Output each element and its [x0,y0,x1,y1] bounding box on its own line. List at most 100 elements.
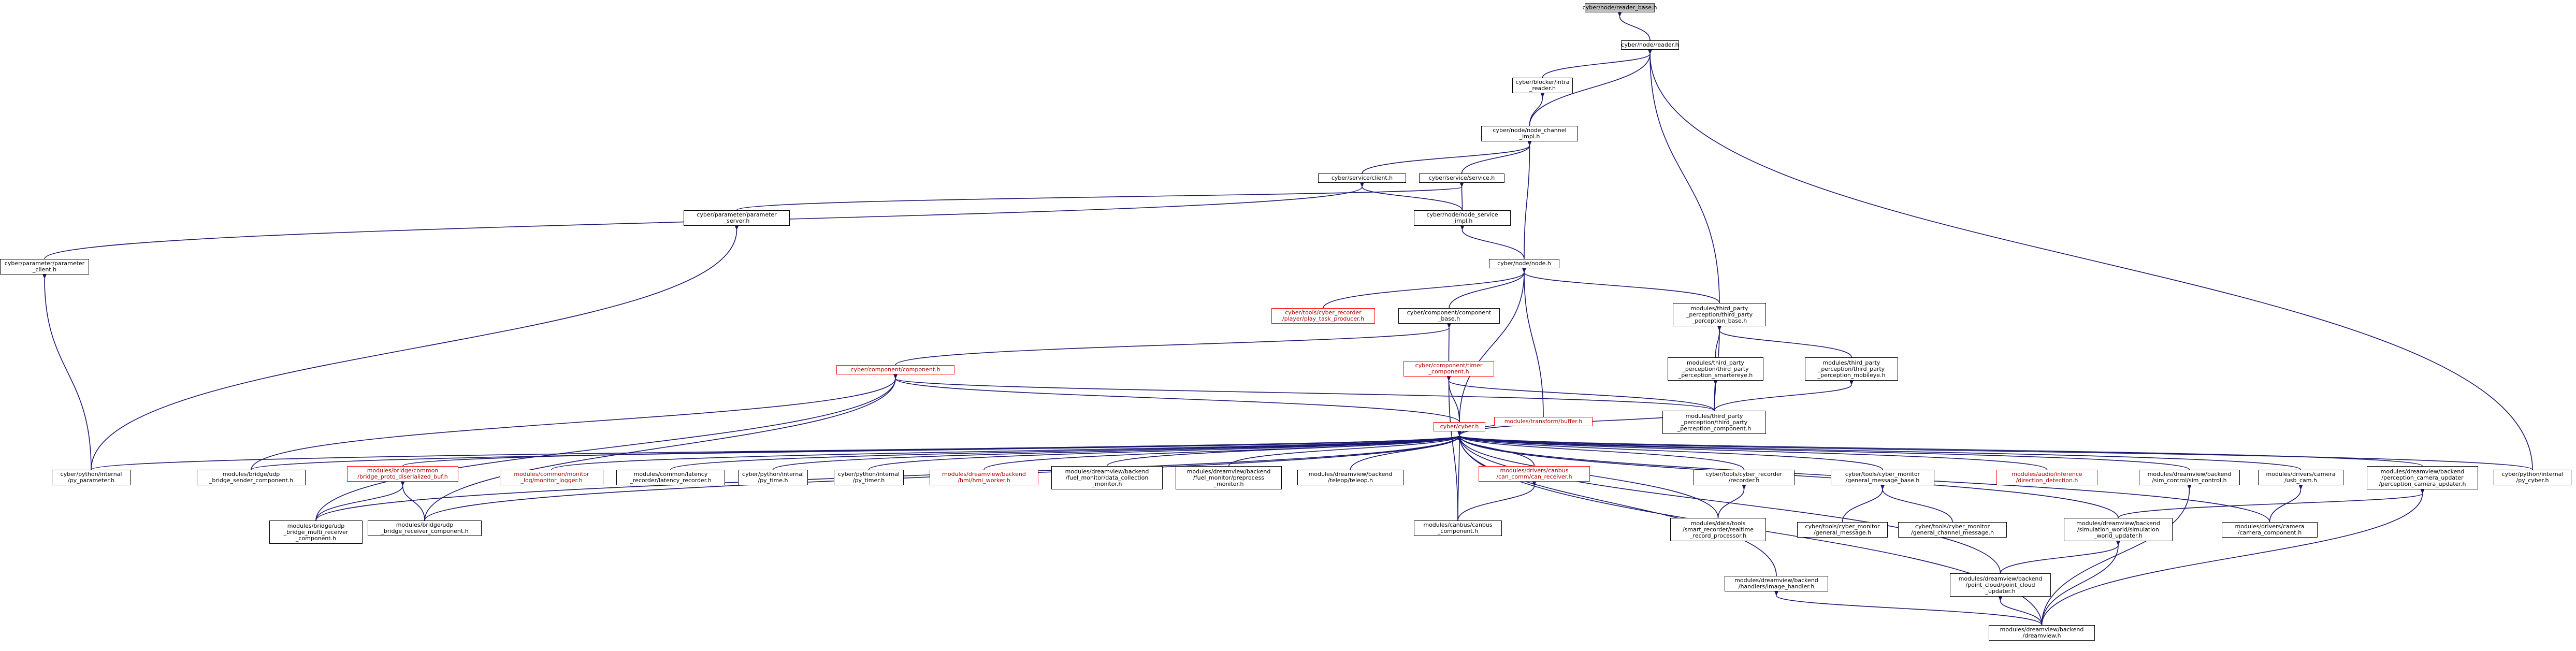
node-simulation-world-updater[interactable]: modules/dreamview/backend /simulation_wo… [2064,518,2173,541]
node-tp-mobileye[interactable]: modules/third_party _perception/third_pa… [1805,357,1898,381]
node-image-handler[interactable]: modules/dreamview/backend /handlers/imag… [1725,576,1828,591]
edge-py_parameter-to-parameter_client [42,273,92,470]
node-udp-receiver[interactable]: modules/bridge/udp _bridge_receiver_comp… [368,520,482,536]
node-label: cyber/tools/cyber_recorder /recorder.h [1705,471,1783,484]
node-label: modules/bridge/udp _bridge_receiver_comp… [381,522,469,534]
node-tp-component[interactable]: modules/third_party _perception/third_pa… [1662,411,1766,434]
node-transform-buffer[interactable]: modules/transform/buffer.h [1494,417,1593,426]
node-teleop[interactable]: modules/dreamview/backend /teleop/teleop… [1297,470,1403,485]
node-canbus-component[interactable]: modules/canbus/canbus _component.h [1414,520,1502,536]
node-label: modules/third_party _perception/third_pa… [1817,359,1886,379]
edge-py_cyber-to-reader [1647,49,2533,470]
node-node-service-impl[interactable]: cyber/node/node_service _impl.h [1414,210,1511,226]
node-usb-cam[interactable]: modules/drivers/camera /usb_cam.h [2258,470,2343,485]
node-label: cyber/component/component _base.h [1407,309,1492,322]
node-tp-smartereye[interactable]: modules/third_party _perception/third_pa… [1668,357,1763,381]
edge-canbus_component-to-timer_component [1446,375,1458,521]
node-label: modules/dreamview/backend /hmi/hmi_worke… [942,471,1026,484]
node-label: modules/third_party _perception/third_pa… [1678,359,1753,379]
edge-preprocess_monitor-to-cyber_h [1228,430,1462,467]
node-direction-detection[interactable]: modules/audio/inference /direction_detec… [1996,470,2097,485]
edge-transform_buffer-to-node_h [1522,267,1544,417]
node-recorder[interactable]: cyber/tools/cyber_recorder /recorder.h [1694,470,1794,485]
node-component-h[interactable]: cyber/component/component.h [836,365,954,374]
edge-monitor_logger-to-cyber_h [551,430,1462,470]
node-can-receiver[interactable]: modules/drivers/canbus /can_comm/can_rec… [1479,466,1590,482]
edge-node_channel_impl-to-intra_reader [1529,92,1545,126]
node-general-message[interactable]: cyber/tools/cyber_monitor /general_messa… [1797,522,1888,538]
node-cyber-h[interactable]: cyber/cyber.h [1434,422,1485,431]
node-label: cyber/tools/cyber_monitor /general_messa… [1845,471,1920,484]
node-label: cyber/service/service.h [1428,175,1495,181]
node-node-h[interactable]: cyber/node/node.h [1489,259,1559,268]
node-label: modules/third_party _perception/third_pa… [1686,305,1753,324]
node-reader-base[interactable]: cyber/node/reader_base.h [1583,3,1657,12]
node-point-cloud-updater[interactable]: modules/dreamview/backend /point_cloud/p… [1950,573,2051,597]
edge-cyber_h-to-component_h [893,373,1460,423]
edge-play_task_producer-to-node_h [1323,267,1527,309]
edge-cyber_h-to-node_h [1459,267,1527,423]
node-py-time[interactable]: cyber/python/internal /py_time.h [738,470,808,485]
node-label: cyber/parameter/parameter _client.h [4,260,85,273]
node-tp-perception-base[interactable]: modules/third_party _perception/third_pa… [1673,303,1766,326]
edge-tp_component-to-timer_component [1446,375,1715,411]
node-reader[interactable]: cyber/node/reader.h [1621,40,1679,50]
edge-realtime_record_processor-to-recorder [1717,484,1746,518]
node-realtime-record-processor[interactable]: modules/data/tools /smart_recorder/realt… [1670,518,1766,541]
node-udp-multi-receiver[interactable]: modules/bridge/udp _bridge_multi_receive… [269,520,363,544]
node-py-cyber[interactable]: cyber/python/internal /py_cyber.h [2494,470,2571,485]
node-label: cyber/blocker/intra _reader.h [1515,79,1570,92]
edge-simulation_world_updater-to-perception_camera_updater [2118,488,2425,518]
node-parameter-client[interactable]: cyber/parameter/parameter _client.h [0,259,89,274]
node-py-parameter[interactable]: cyber/python/internal /py_parameter.h [52,470,131,485]
edge-canbus_component-to-can_receiver [1457,481,1537,521]
node-label: modules/drivers/camera /usb_cam.h [2266,471,2336,484]
edge-reader-to-reader_base [1617,11,1651,41]
edge-udp_receiver-to-component_h [424,373,898,521]
edge-tp_perception_base-to-node_h [1522,267,1720,303]
edge-data_collection_monitor-to-cyber_h [1106,430,1462,467]
node-preprocess-monitor[interactable]: modules/dreamview/backend /fuel_monitor/… [1176,466,1282,489]
node-label: cyber/node/reader.h [1621,41,1679,48]
edge-cyber_h-to-timer_component [1446,375,1460,423]
node-py-timer[interactable]: cyber/python/internal /py_timer.h [834,470,904,485]
node-label: modules/dreamview/backend /fuel_monitor/… [1065,468,1149,487]
edge-tp_component-to-component_h [893,373,1715,411]
node-udp-bridge-sender[interactable]: modules/bridge/udp _bridge_sender_compon… [197,470,306,485]
node-label: modules/third_party _perception/third_pa… [1677,412,1752,432]
node-timer-component[interactable]: cyber/component/timer _component.h [1403,361,1494,377]
edge-py_time-to-cyber_h [772,430,1462,470]
node-label: cyber/component/timer _component.h [1415,362,1483,375]
node-label: cyber/node/node_service _impl.h [1426,211,1498,224]
node-label: cyber/tools/cyber_monitor /general_messa… [1805,523,1880,536]
node-intra-reader[interactable]: cyber/blocker/intra _reader.h [1512,78,1573,93]
node-component-base[interactable]: cyber/component/component _base.h [1398,308,1500,324]
edge-tp_component-to-tp_smartereye [1713,380,1718,411]
node-label: modules/drivers/canbus /can_comm/can_rec… [1496,467,1572,480]
node-label: modules/common/monitor _log/monitor_logg… [514,471,589,484]
node-monitor-logger[interactable]: modules/common/monitor _log/monitor_logg… [500,470,603,485]
node-general-message-base[interactable]: cyber/tools/cyber_monitor /general_messa… [1831,470,1934,485]
edge-general_message_base-to-cyber_h [1457,430,1883,470]
node-bridge-proto-buf[interactable]: modules/bridge/common /bridge_proto_dise… [347,466,458,482]
node-play-task-producer[interactable]: cyber/tools/cyber_recorder /player/play_… [1271,308,1375,324]
node-parameter-server[interactable]: cyber/parameter/parameter _server.h [684,210,790,226]
node-perception-camera-updater[interactable]: modules/dreamview/backend /perception_ca… [2367,466,2478,489]
node-service[interactable]: cyber/service/service.h [1419,173,1504,183]
node-camera-component[interactable]: modules/drivers/camera /camera_component… [2222,522,2318,538]
node-hmi-worker[interactable]: modules/dreamview/backend /hmi/hmi_worke… [930,470,1038,485]
edge-dreamview-to-simulation_world_updater [2041,540,2121,626]
node-general-channel-message[interactable]: cyber/tools/cyber_monitor /general_chann… [1898,522,2007,538]
node-label: modules/drivers/camera /camera_component… [2235,523,2305,536]
edge-dreamview-to-image_handler [1774,590,2043,626]
edge-component_base-to-node_h [1449,267,1527,309]
node-dreamview[interactable]: modules/dreamview/backend /dreamview.h [1989,625,2095,641]
edge-node_h-to-node_service_impl [1460,225,1525,259]
node-data-collection-monitor[interactable]: modules/dreamview/backend /fuel_monitor/… [1051,466,1163,489]
node-node-channel-impl[interactable]: cyber/node/node_channel _impl.h [1481,126,1578,141]
node-latency-recorder[interactable]: modules/common/latency _recorder/latency… [616,470,725,485]
edge-dreamview-to-point_cloud_updater [1998,596,2043,626]
node-client[interactable]: cyber/service/client.h [1318,173,1406,183]
node-sim-control[interactable]: modules/dreamview/backend /sim_control/s… [2139,470,2240,485]
